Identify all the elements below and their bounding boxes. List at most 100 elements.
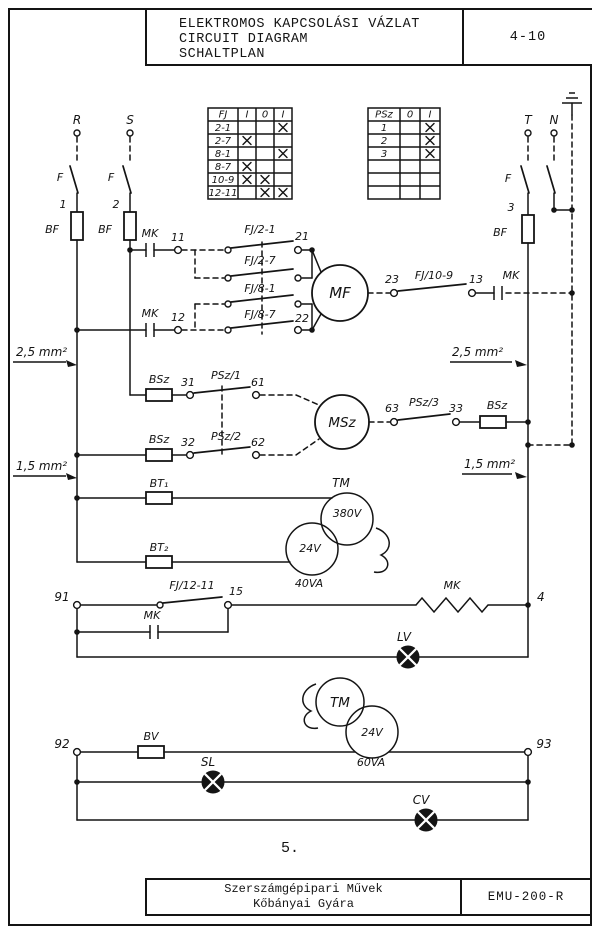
contact-mk-bypass: MK: [144, 609, 161, 639]
terminal-62-label: 62: [251, 436, 265, 449]
tm1-power: 40VA: [295, 577, 323, 590]
disconnect-switch-t: [520, 165, 530, 194]
fj-10-9-label: FJ/10-9: [415, 269, 453, 282]
terminal-12: [173, 325, 183, 335]
fuse3-number: 3: [508, 201, 515, 214]
motor-msz-label: MSz: [328, 415, 356, 431]
terminal-33-label: 33: [449, 402, 463, 415]
terminal-61: [251, 390, 261, 400]
drawing-number: EMU-200-R: [460, 880, 590, 914]
svg-text:I: I: [282, 110, 285, 121]
svg-text:0: 0: [407, 110, 413, 121]
tm1-primary-coil: [320, 492, 374, 546]
fj-8-1-label: FJ/8-1: [244, 282, 275, 295]
lamp-sl: SL: [201, 755, 225, 794]
tm2-secondary-coil: [345, 705, 399, 759]
title-german: SCHALTPLAN: [179, 47, 266, 62]
fuse1-number: 1: [60, 198, 67, 211]
fj-12-11-label: FJ/12-11: [169, 579, 214, 592]
terminal-21: [293, 245, 303, 255]
switch-psz-3: PSz/3: [397, 396, 451, 421]
svg-text:2-1: 2-1: [215, 123, 231, 134]
phase-t-input: T F: [505, 113, 533, 216]
tm2-label: TM: [330, 695, 350, 711]
terminal-93-label: 93: [536, 737, 551, 751]
terminal-4-label: 4: [537, 590, 545, 604]
svg-text:I: I: [246, 110, 249, 121]
junction-dots: [74, 207, 575, 785]
lamp-lv: LV: [396, 630, 420, 669]
switch-fj-2-1: FJ/2-1: [224, 223, 294, 254]
svg-text:12-11: 12-11: [208, 188, 237, 199]
terminal-63: [389, 417, 399, 427]
tm1-winding-squiggle: [373, 527, 390, 574]
switch-fj-10-9: FJ/10-9: [397, 269, 467, 292]
terminal-63-label: 63: [385, 402, 399, 415]
wire-gauge-markers-25: 2,5 mm² 2,5 mm²: [13, 345, 527, 367]
fuse-bf-1: 1 BF: [45, 198, 84, 241]
terminal-31: [185, 390, 195, 400]
svg-text:2-7: 2-7: [215, 136, 232, 147]
tm2-winding-squiggle: [302, 683, 319, 730]
neutral-terminal: [550, 129, 558, 137]
bt1-label: BT₁: [150, 477, 169, 490]
fuse2-number: 2: [113, 198, 120, 211]
terminal-32-label: 32: [181, 436, 195, 449]
mk-row1-label: MK: [142, 227, 159, 240]
disconnect-switch-r: [69, 165, 79, 194]
svg-text:FJ: FJ: [219, 110, 228, 121]
sheet-reference: 4-10: [462, 10, 592, 64]
gauge-15-left: 1,5 mm²: [16, 459, 67, 473]
terminal-93: [523, 747, 533, 757]
fuse-bsz-2: BSz: [145, 433, 173, 462]
control-transformer: BT₁ TM 380V 24V 40VA BT₂: [76, 476, 390, 590]
terminal-15: [223, 600, 233, 610]
switch-f-r-label: F: [57, 171, 64, 184]
contact-mk-11: MK: [142, 227, 159, 257]
terminal-22-label: 22: [295, 312, 309, 325]
terminal-12-label: 12: [171, 311, 185, 324]
page-number: 5.: [281, 840, 300, 857]
title-block: ELEKTROMOS KAPCSOLÁSI VÁZLAT CIRCUIT DIA…: [145, 8, 592, 66]
gauge-25-right: 2,5 mm²: [452, 345, 503, 359]
switch-fj-2-7: FJ/2-7: [224, 254, 294, 282]
phase-t-terminal: [524, 129, 532, 137]
terminal-13: [467, 288, 477, 298]
terminal-92: [72, 747, 82, 757]
mk-row4-label: MK: [142, 307, 159, 320]
svg-text:8-7: 8-7: [215, 162, 232, 173]
neutral-label: N: [550, 113, 559, 127]
fj-2-7-label: FJ/2-7: [244, 254, 275, 267]
fj-position-table: FJ I 0 I 2-1 2-7 8-1 8-7 10-9 12-11: [207, 107, 293, 200]
wire-gauge-markers-15: 1,5 mm² 1,5 mm²: [13, 457, 527, 480]
mk-resistor-label: MK: [444, 579, 461, 592]
msz-branch: BSz 31 PSz/1 61 BSz 32 PSz/2: [76, 369, 529, 462]
title-block-titles: ELEKTROMOS KAPCSOLÁSI VÁZLAT CIRCUIT DIA…: [147, 10, 462, 64]
phase-r-terminal: [73, 129, 81, 137]
svg-text:0: 0: [262, 110, 268, 121]
phase-r-input: R F: [57, 113, 81, 213]
terminal-33: [451, 417, 461, 427]
mf-branch: MK 11 FJ/2-1 21 FJ/2-7: [76, 223, 571, 337]
switch-fj-8-1: FJ/8-1: [224, 282, 294, 308]
disconnect-switch-n: [546, 165, 556, 194]
bt2-label: BT₂: [150, 541, 169, 554]
fuse-bsz-1: BSz: [145, 373, 173, 402]
lamp-sl-label: SL: [201, 755, 215, 769]
svg-text:10-9: 10-9: [212, 175, 235, 186]
svg-text:PSz: PSz: [375, 110, 393, 121]
bsz2-label: BSz: [149, 433, 170, 446]
svg-text:8-1: 8-1: [215, 149, 231, 160]
gauge-25-left: 2,5 mm²: [16, 345, 67, 359]
company-site: Kőbányai Gyára: [253, 897, 354, 911]
fuse2-label: BF: [98, 223, 113, 236]
title-hungarian: ELEKTROMOS KAPCSOLÁSI VÁZLAT: [179, 17, 420, 32]
fuse-bt-1: BT₁: [145, 477, 173, 505]
phase-s-terminal: [126, 129, 134, 137]
company-block: Szerszámgépipari Művek Kőbányai Gyára: [147, 880, 460, 914]
tm2-primary-coil: [315, 677, 365, 727]
switch-fj-8-7: FJ/8-7: [224, 308, 294, 334]
ground-icon: [562, 92, 582, 116]
